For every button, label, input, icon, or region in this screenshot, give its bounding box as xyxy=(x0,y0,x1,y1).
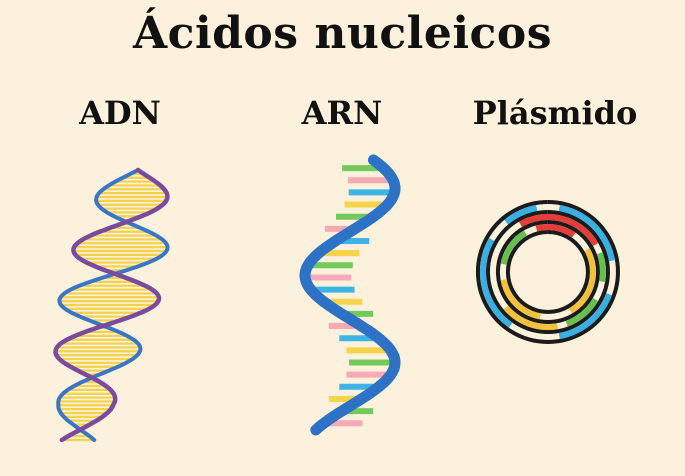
plasmid-segment xyxy=(500,230,528,265)
rna-backbone xyxy=(299,154,401,436)
plasmid-segment xyxy=(558,205,615,262)
plasmid-segment xyxy=(565,297,599,327)
plasmid-segment xyxy=(568,248,596,314)
page-title: Ácidos nucleicos xyxy=(133,8,552,59)
plasmid-segment xyxy=(500,279,541,320)
dna-double-helix xyxy=(53,167,170,443)
plasmid-ring-outline xyxy=(485,210,610,334)
plasmid-segment xyxy=(519,214,599,247)
plasmid-label: Plásmido xyxy=(472,94,638,132)
plasmid-ring-outline xyxy=(505,230,590,314)
rna-label: ARN xyxy=(301,94,383,132)
plasmid-ring-outline xyxy=(496,220,600,324)
plasmid-ring xyxy=(475,200,620,344)
plasmid-segment xyxy=(535,224,576,238)
plasmid-ring-outline xyxy=(475,200,620,344)
plasmid-segment xyxy=(504,205,538,225)
dna-backbone-strand xyxy=(53,167,170,443)
rna-single-strand xyxy=(299,154,401,436)
plasmid-segment xyxy=(558,293,612,339)
plasmid-segment xyxy=(596,252,606,283)
plasmid-segment xyxy=(503,305,559,331)
dna-label: ADN xyxy=(79,94,161,132)
dna-backbone-strand xyxy=(56,168,170,442)
plasmid-segment xyxy=(480,238,513,328)
